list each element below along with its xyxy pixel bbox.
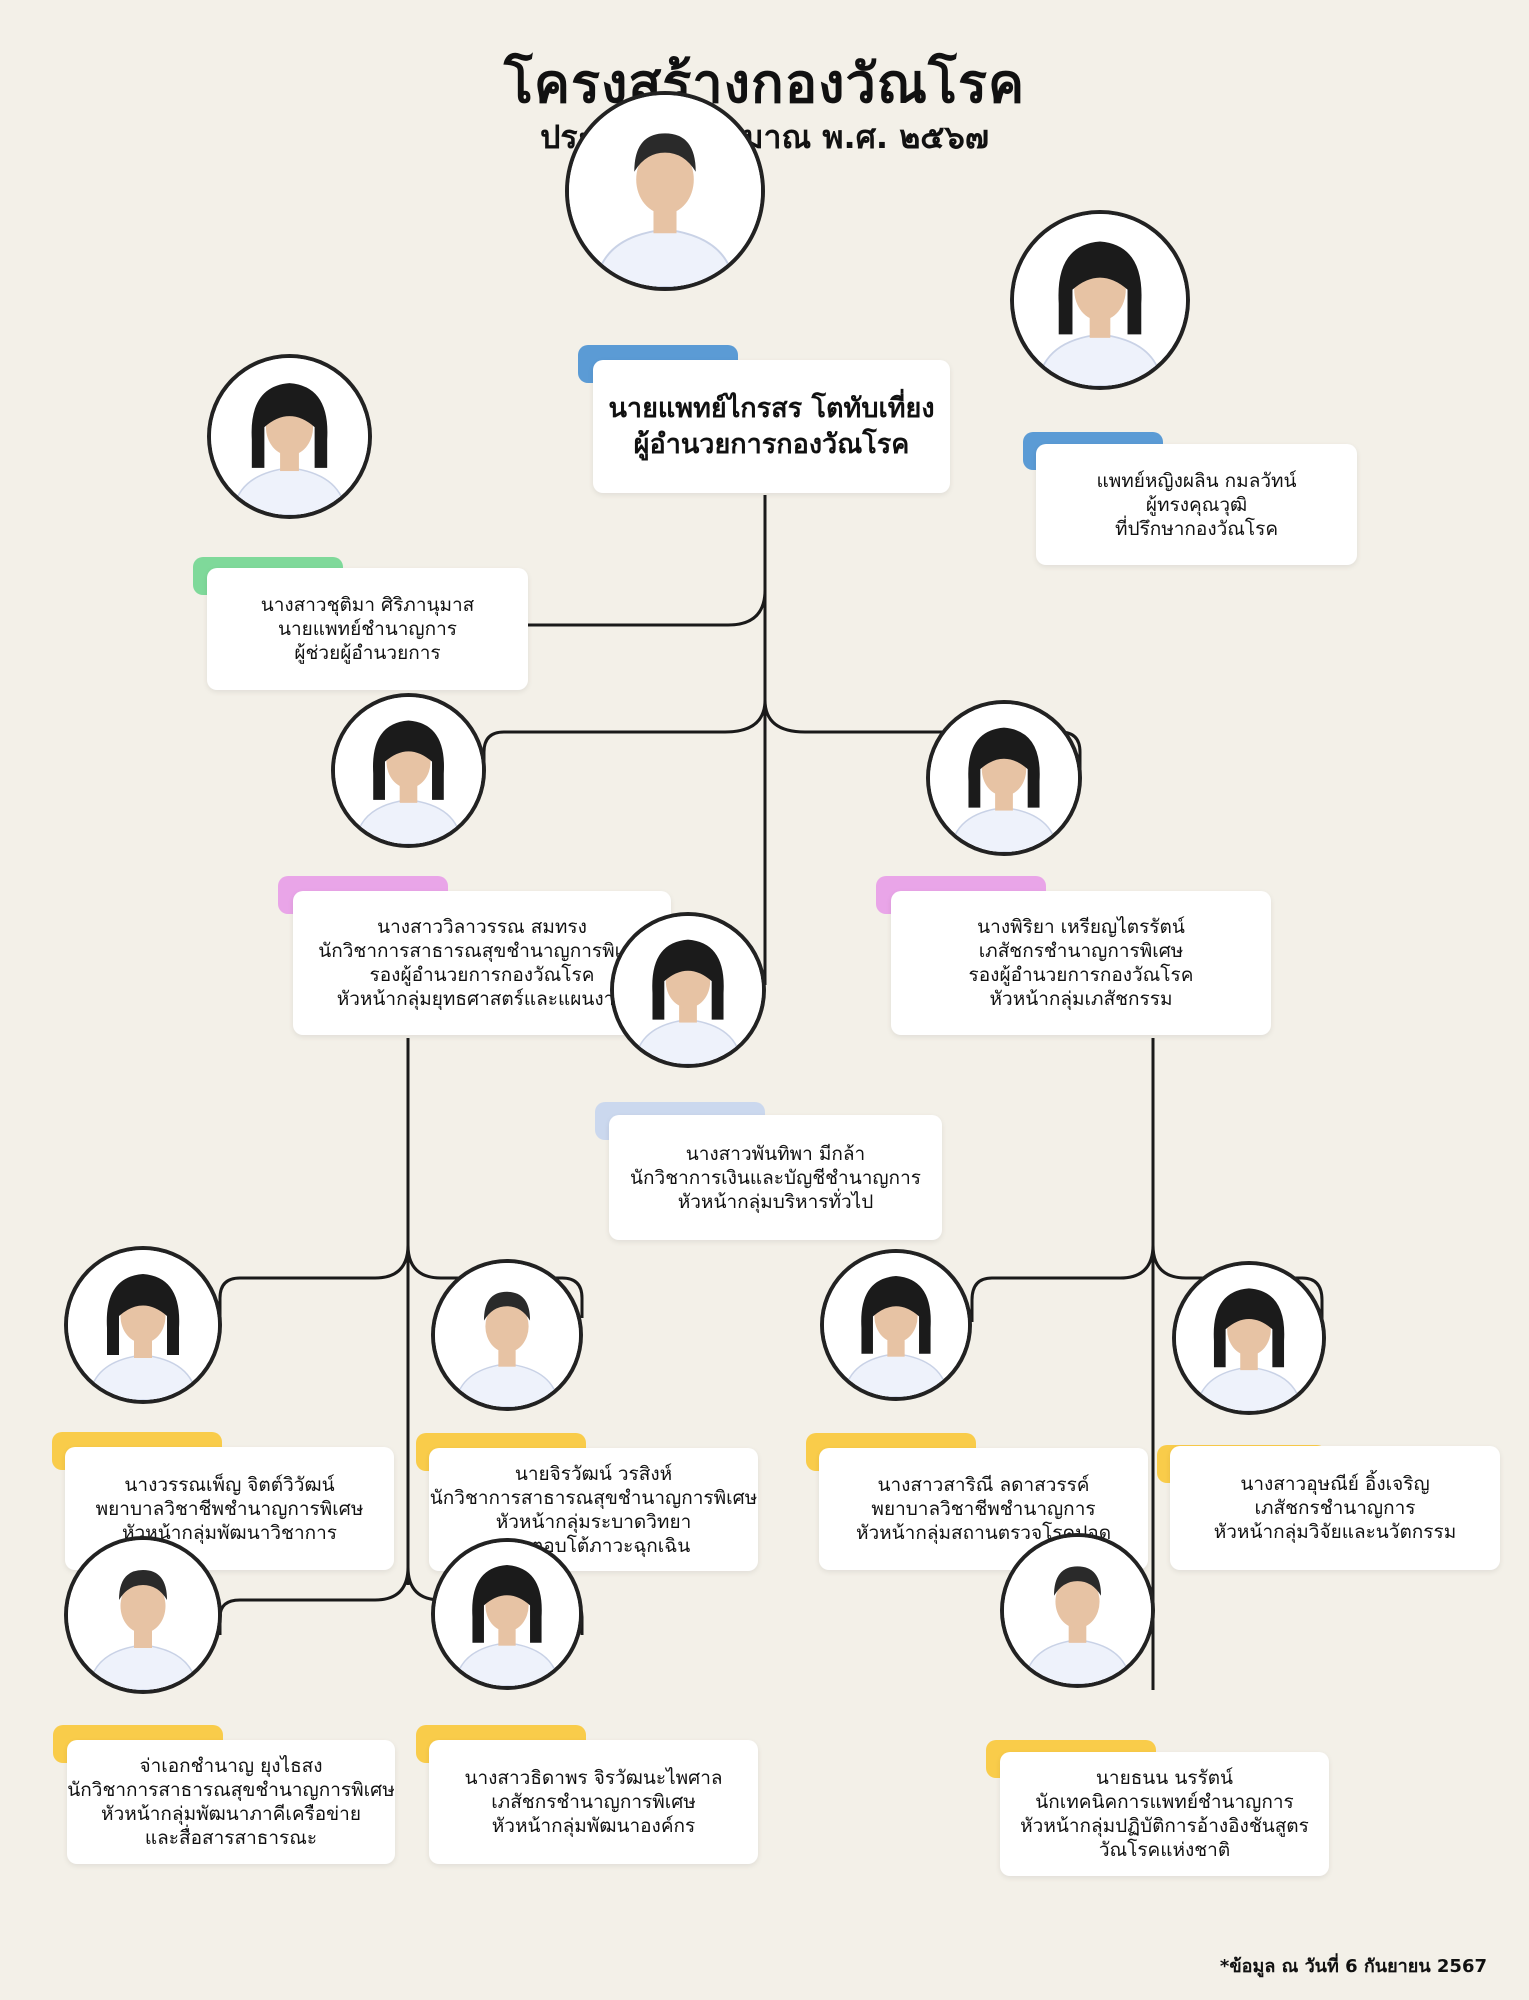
person-name: นางสาวชุติมา ศิริภานุมาส — [260, 594, 475, 616]
person-position: หัวหน้ากลุ่มปฏิบัติการอ้างอิงชันสูตร — [1020, 1815, 1309, 1837]
person-position: เภสัชกรชำนาญการ — [1254, 1497, 1416, 1519]
person-name: นางสาวพันทิพา มีกล้า — [685, 1142, 866, 1165]
person-position: รองผู้อำนวยการกองวัณโรค — [968, 964, 1194, 986]
left-upper-branch — [218, 1243, 584, 1318]
person-name: นายธนน นรรัตน์ — [1095, 1767, 1234, 1789]
man-portrait-icon — [431, 1259, 583, 1411]
person-position: นักวิชาการสาธารณสุขชำนาญการพิเศษ — [318, 940, 646, 962]
person-name: นางสาวอุษณีย์ อิ้งเจริญ — [1240, 1473, 1430, 1495]
person-position: รองผู้อำนวยการกองวัณโรค — [369, 964, 595, 986]
person-card-research: นางสาวอุษณีย์ อิ้งเจริญเภสัชกรชำนาญการหั… — [1170, 1446, 1500, 1570]
woman-portrait-icon — [610, 912, 766, 1068]
person-name: นางสาววิลาวรรณ สมทรง — [377, 916, 587, 938]
footnote: *ข้อมูล ณ วันที่ 6 กันยายน 2567 — [1219, 1956, 1487, 1977]
woman-portrait-icon — [1010, 210, 1190, 390]
person-card-organization: นางสาวธิดาพร จิรวัฒนะไพศาลเภสัชกรชำนาญกา… — [429, 1740, 758, 1864]
person-card-director: นายแพทย์ไกรสร โตทับเที่ยงผู้อำนวยการกองว… — [593, 360, 950, 493]
person-position: นักวิชาการสาธารณสุขชำนาญการพิเศษ — [429, 1486, 758, 1509]
deputy-branch — [482, 698, 1082, 770]
person-position: นักเทคนิคการแพทย์ชำนาญการ — [1035, 1791, 1294, 1813]
woman-portrait-icon — [206, 353, 372, 519]
woman-portrait-icon — [64, 1246, 222, 1404]
woman-portrait-icon — [431, 1538, 583, 1690]
person-position: นายแพทย์ชำนาญการ — [277, 618, 457, 640]
person-card-advisor: แพทย์หญิงผลิน กมลวัทน์ผู้ทรงคุณวุฒิที่ปร… — [1036, 444, 1357, 565]
person-position: หัวหน้ากลุ่มเภสัชกรรม — [989, 988, 1173, 1010]
person-card-lab: นายธนน นรรัตน์นักเทคนิคการแพทย์ชำนาญการห… — [1000, 1752, 1329, 1876]
person-position: เภสัชกรชำนาญการพิเศษ — [978, 940, 1184, 962]
person-name: แพทย์หญิงผลิน กมลวัทน์ — [1096, 469, 1297, 492]
person-card-academic: นางวรรณเพ็ญ จิตต์วิวัฒน์พยาบาลวิชาชีพชำน… — [65, 1447, 394, 1570]
man-portrait-icon — [64, 1536, 222, 1694]
person-position: พยาบาลวิชาชีพชำนาญการ — [871, 1498, 1096, 1520]
person-position: หัวหน้ากลุ่มพัฒนาภาคีเครือข่าย — [101, 1803, 361, 1825]
person-position: หัวหน้ากลุ่มระบาดวิทยา — [495, 1510, 692, 1533]
woman-portrait-icon — [926, 700, 1082, 856]
person-card-network: จ่าเอกชำนาญ ยุงไธสงนักวิชาการสาธารณสุขชำ… — [67, 1740, 395, 1864]
person-position: และสื่อสารสาธารณะ — [144, 1827, 318, 1849]
person-card-deputy-left: นางสาววิลาวรรณ สมทรงนักวิชาการสาธารณสุขช… — [293, 891, 671, 1035]
woman-portrait-icon — [1172, 1261, 1326, 1415]
person-position: ผู้ทรงคุณวุฒิ — [1145, 493, 1248, 516]
person-position: ผู้อำนวยการกองวัณโรค — [633, 428, 910, 460]
person-name: นางสาวธิดาพร จิรวัฒนะไพศาล — [464, 1767, 723, 1789]
person-position: เภสัชกรชำนาญการพิเศษ — [491, 1791, 696, 1813]
person-position: วัณโรคแห่งชาติ — [1098, 1839, 1231, 1861]
person-position: นักวิชาการเงินและบัญชีชำนาญการ — [630, 1166, 921, 1189]
person-name: นายจิรวัฒน์ วรสิงห์ — [514, 1462, 673, 1485]
person-position: หัวหน้ากลุ่มพัฒนาองค์กร — [491, 1815, 696, 1837]
person-card-assistant: นางสาวชุติมา ศิริภานุมาสนายแพทย์ชำนาญการ… — [207, 568, 528, 690]
person-position: หัวหน้ากลุ่มพัฒนาวิชาการ — [121, 1521, 337, 1544]
person-name: นางสาวสาริณี ลดาสวรรค์ — [877, 1474, 1090, 1496]
person-card-deputy-right: นางพิริยา เหรียญไตรรัตน์เภสัชกรชำนาญการพ… — [891, 891, 1271, 1035]
person-name: นายแพทย์ไกรสร โตทับเที่ยง — [608, 392, 935, 424]
right-branch — [970, 1243, 1324, 1322]
woman-portrait-icon — [820, 1249, 972, 1401]
person-position: นักวิชาการสาธารณสุขชำนาญการพิเศษ — [67, 1779, 395, 1801]
person-name: นางวรรณเพ็ญ จิตต์วิวัฒน์ — [124, 1473, 335, 1496]
man-portrait-icon — [565, 91, 765, 291]
person-name: นางพิริยา เหรียญไตรรัตน์ — [977, 916, 1185, 938]
person-position: หัวหน้ากลุ่มยุทธศาสตร์และแผนงาน — [336, 988, 628, 1010]
man-portrait-icon — [999, 1532, 1155, 1688]
woman-portrait-icon — [330, 692, 486, 848]
page-title: โครงสร้างกองวัณโรค — [503, 52, 1026, 115]
person-position: ผู้ช่วยผู้อำนวยการ — [294, 642, 441, 664]
person-position: ที่ปรึกษากองวัณโรค — [1114, 517, 1279, 540]
person-position: หัวหน้ากลุ่มบริหารทั่วไป — [677, 1190, 874, 1213]
person-card-admin: นางสาวพันทิพา มีกล้านักวิชาการเงินและบัญ… — [609, 1115, 942, 1240]
person-position: หัวหน้ากลุ่มวิจัยและนวัตกรรม — [1213, 1521, 1457, 1543]
assistant-branch — [528, 589, 767, 627]
person-position: พยาบาลวิชาชีพชำนาญการพิเศษ — [95, 1497, 364, 1520]
person-name: จ่าเอกชำนาญ ยุงไธสง — [139, 1755, 323, 1777]
